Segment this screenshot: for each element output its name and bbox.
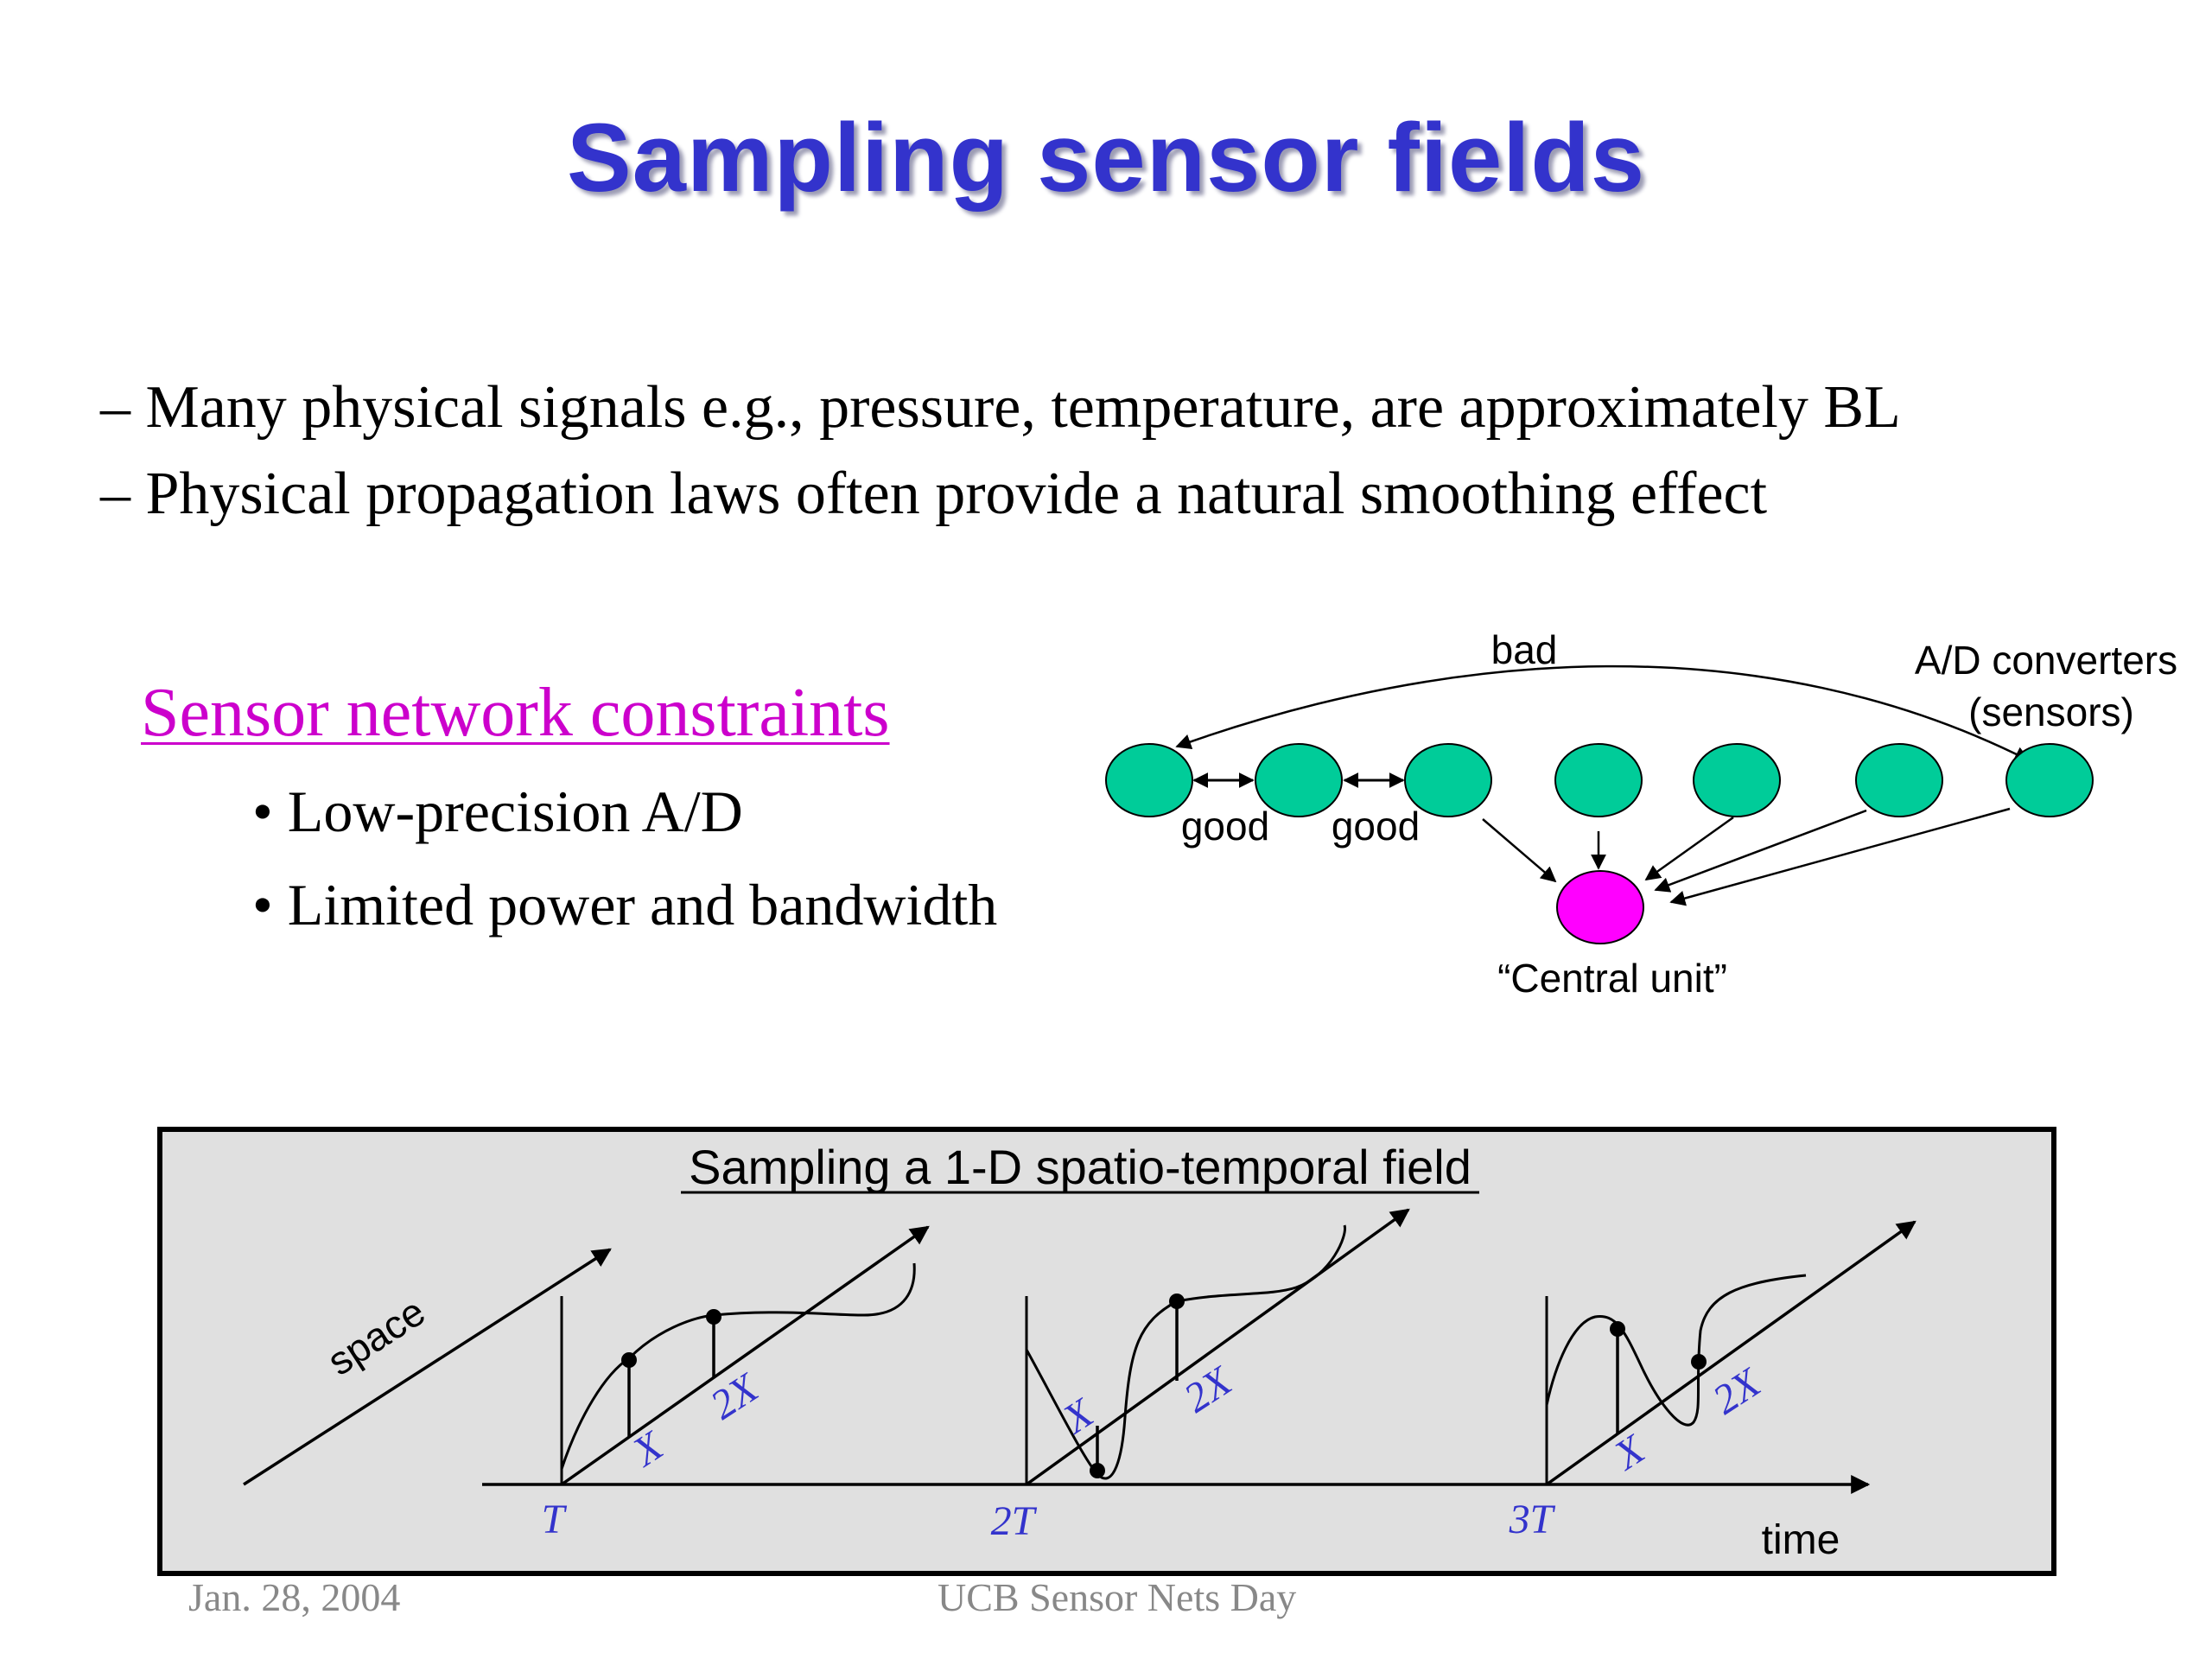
panel-t-sample-point-1: [621, 1352, 637, 1368]
field-diagram-box: [157, 1127, 2056, 1576]
link-sensor6-central: [1654, 809, 1867, 893]
panel-2t-field-curve: [1025, 1224, 1346, 1480]
network-diagram: bad A/D converters (sensors) good good: [1105, 627, 2177, 1001]
bad-link-arc: [1175, 664, 2031, 762]
sensor-node-7: [2005, 743, 2094, 817]
central-unit-label: “Central unit”: [1497, 956, 1727, 1001]
panel-3t-field-curve: [1545, 1274, 1807, 1427]
panel-3t-sample-point-2: [1691, 1354, 1707, 1370]
link-sensor7-central: [1669, 807, 2011, 906]
panel-3t-sample-point-1: [1610, 1321, 1625, 1337]
sensors-label-line2: (sensors): [1968, 690, 2134, 734]
time-tick-3t: 3T: [1509, 1497, 1556, 1542]
point-propagation: – Physical propagation laws often provid…: [100, 461, 1768, 527]
constraint-item-power: • Limited power and bandwidth: [252, 872, 998, 938]
bad-label: bad: [1491, 627, 1558, 672]
footer-event: UCB Sensor Nets Day: [938, 1575, 1297, 1619]
point-signals: – Many physical signals e.g., pressure, …: [100, 374, 1901, 441]
field-diagram: Sampling a 1-D spatio-temporal field spa…: [157, 1127, 2056, 1576]
time-tick-t: T: [542, 1497, 568, 1542]
sensor-node-3: [1404, 743, 1492, 817]
panel-2t-sample-point-1: [1090, 1463, 1105, 1478]
field-diagram-title: Sampling a 1-D spatio-temporal field: [689, 1140, 1471, 1194]
panel-2t-space-axis: [1025, 1208, 1410, 1486]
constraints-heading: Sensor network constraints: [141, 675, 890, 751]
panel-t-sample-point-2: [706, 1309, 721, 1325]
space-axis-arrow: [243, 1248, 612, 1486]
sensors-label-line1: A/D converters: [1915, 638, 2177, 683]
sensor-node-1: [1105, 743, 1193, 817]
good-label-2: good: [1332, 804, 1420, 849]
sensor-node-2: [1255, 743, 1343, 817]
panel-3t-space-axis: [1545, 1220, 1916, 1486]
link-sensor5-central: [1644, 816, 1734, 881]
link-sensor3-central: [1482, 818, 1557, 883]
panel-2t-sample-point-2: [1169, 1294, 1185, 1309]
panel-t-space-axis: [560, 1225, 930, 1486]
sensor-node-4: [1554, 743, 1643, 817]
good-label-1: good: [1181, 804, 1269, 849]
sensor-node-5: [1693, 743, 1781, 817]
time-axis-label: time: [1762, 1517, 1840, 1563]
footer-date: Jan. 28, 2004: [188, 1575, 401, 1619]
sensor-node-6: [1855, 743, 1943, 817]
constraint-item-precision: • Low-precision A/D: [252, 779, 743, 844]
slide-title: Sampling sensor fields: [566, 104, 1646, 212]
central-unit-node: [1556, 870, 1644, 944]
time-tick-2t: 2T: [991, 1498, 1038, 1544]
